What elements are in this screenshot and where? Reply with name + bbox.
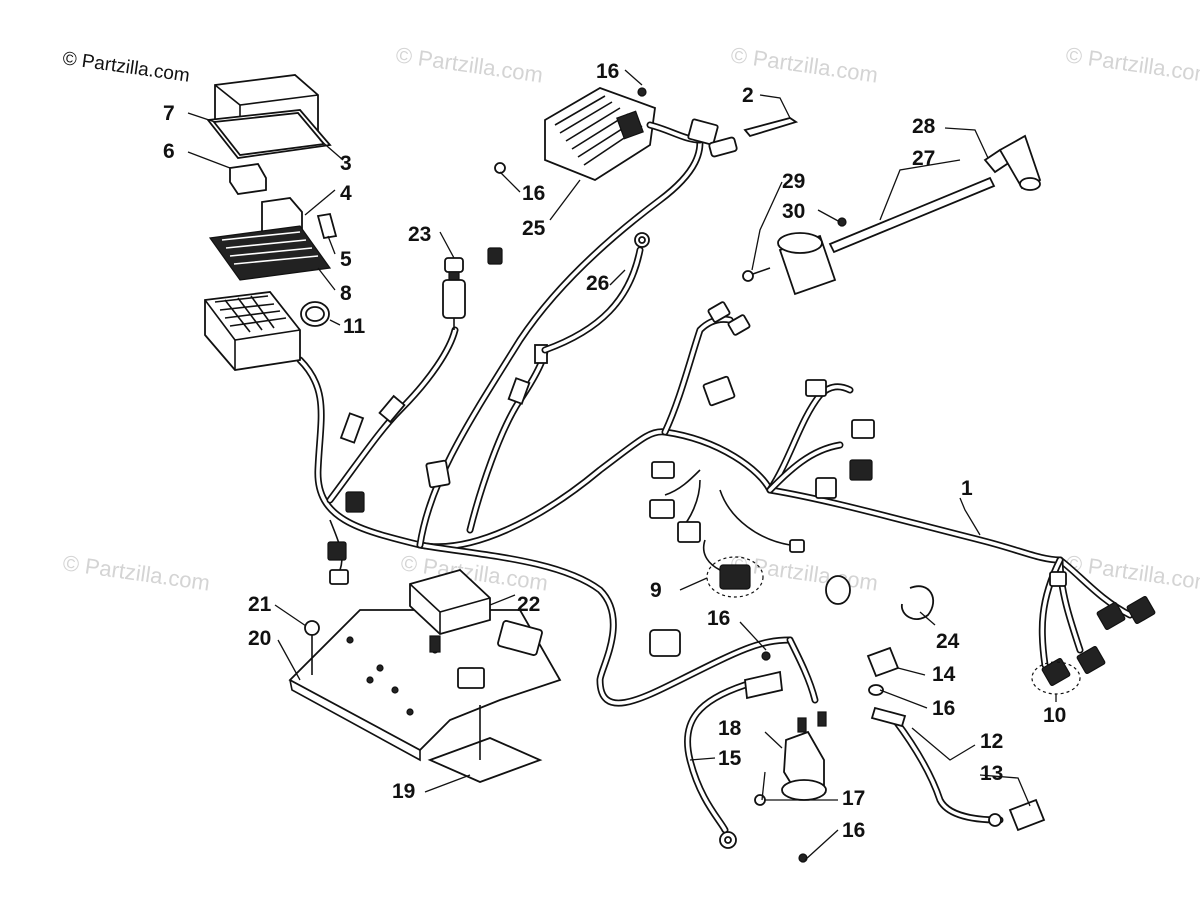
callout-23: 23 — [408, 223, 431, 246]
callout-17: 17 — [842, 787, 865, 810]
regulator-25 — [494, 87, 799, 182]
callout-11: 11 — [343, 315, 366, 338]
watermark-top-right-a: © Partzilla.com — [729, 42, 879, 87]
callout-28: 28 — [912, 115, 936, 138]
watermark-top-right-b: © Partzilla.com — [1064, 42, 1200, 87]
fuse-box-cells — [214, 295, 287, 333]
solenoid-assembly — [683, 636, 1046, 863]
harness-connectors — [327, 301, 1156, 687]
callout-15: 15 — [718, 747, 742, 770]
callout-29: 29 — [782, 170, 805, 193]
callout-22: 22 — [517, 593, 540, 616]
callout-4: 4 — [340, 182, 352, 205]
callout-16-bottom: 16 — [842, 819, 865, 842]
callout-18: 18 — [718, 717, 742, 740]
harness-clamps — [339, 344, 548, 444]
watermark-mid-far-right: © Partzilla.com — [1064, 550, 1200, 595]
watermark-mid-right: © Partzilla.com — [729, 550, 879, 595]
callout-30: 30 — [782, 200, 805, 223]
leader-lines — [187, 69, 1057, 861]
callout-labels: 1 2 3 4 5 6 7 8 9 10 11 12 13 14 15 16 1… — [163, 60, 1066, 842]
callout-8: 8 — [340, 282, 352, 305]
watermark-top-center: © Partzilla.com — [394, 42, 544, 87]
clamp-24 — [901, 585, 934, 620]
callout-20: 20 — [248, 627, 271, 650]
callout-19: 19 — [392, 780, 415, 803]
callout-16-top: 16 — [596, 60, 619, 83]
callout-3: 3 — [340, 152, 352, 175]
mounting-plate — [288, 568, 562, 783]
callout-13: 13 — [980, 762, 1003, 785]
callout-16-regulator: 16 — [522, 182, 545, 205]
callout-14: 14 — [932, 663, 956, 686]
callout-24: 24 — [936, 630, 960, 653]
grommet — [825, 575, 851, 605]
callout-12: 12 — [980, 730, 1003, 753]
switch-23 — [442, 257, 466, 330]
callout-10: 10 — [1043, 704, 1066, 727]
callout-21: 21 — [248, 593, 272, 616]
callout-6: 6 — [163, 140, 175, 163]
copyright-notice: © Partzilla.com — [61, 48, 191, 87]
connector-9 — [702, 539, 764, 598]
callout-7: 7 — [163, 102, 175, 125]
callout-27: 27 — [912, 147, 935, 170]
callout-25: 25 — [522, 217, 546, 240]
callout-16-solenoid-top: 16 — [707, 607, 730, 630]
ignition-coil — [742, 134, 1042, 296]
callout-5: 5 — [340, 248, 352, 271]
callout-16-boot: 16 — [932, 697, 955, 720]
callout-1: 1 — [961, 477, 973, 500]
callout-26: 26 — [586, 272, 609, 295]
watermark-mid-left: © Partzilla.com — [61, 550, 211, 595]
fuse-box-assembly — [204, 74, 338, 371]
ground-wire-26 — [487, 232, 650, 354]
callout-2: 2 — [742, 84, 754, 107]
callout-9: 9 — [650, 579, 662, 602]
